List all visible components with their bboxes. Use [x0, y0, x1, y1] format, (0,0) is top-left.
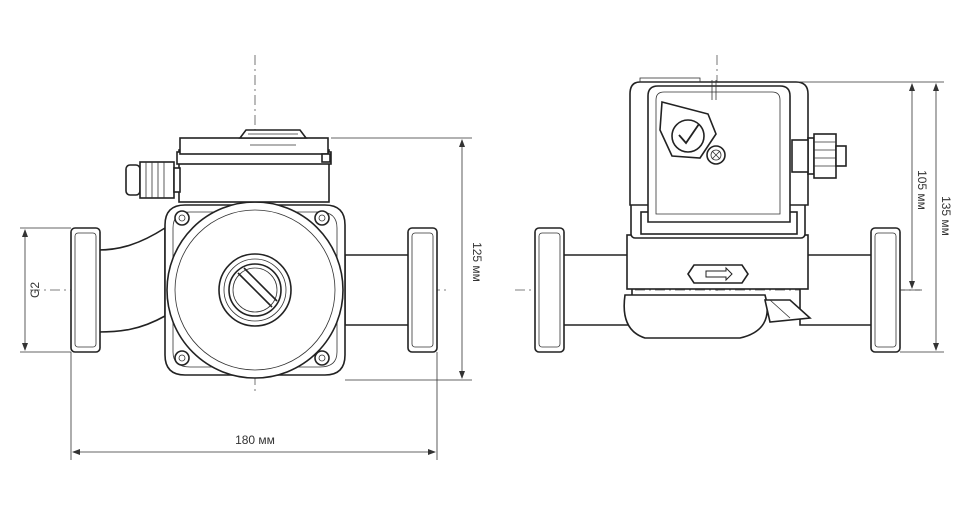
pump-side-view: 105 мм 135 мм: [515, 55, 953, 353]
thread-label: G2: [28, 282, 42, 298]
pipe-body-front: [97, 226, 411, 333]
cable-gland-front: [125, 161, 181, 199]
screw-icon: [314, 350, 330, 366]
height-135-dimension: 135 мм: [900, 81, 953, 353]
thread-dimension: G2: [20, 227, 71, 353]
cable-gland-side: [791, 133, 847, 179]
screw-icon: [314, 210, 330, 226]
center-plug: [218, 253, 292, 327]
screw-icon: [174, 350, 190, 366]
terminal-box-front: [176, 129, 332, 203]
screw-icon: [706, 145, 726, 165]
width-label: 180 мм: [235, 433, 275, 447]
left-flange-side: [534, 227, 565, 353]
speed-selector-knob-icon: [659, 100, 717, 159]
height-front-dimension: 125 мм: [331, 137, 484, 381]
corner-screws: [174, 210, 330, 366]
screw-icon: [174, 210, 190, 226]
height-105-dimension: 105 мм: [800, 81, 929, 291]
right-flange: [407, 227, 438, 353]
height-135-label: 135 мм: [939, 196, 953, 236]
left-flange: [70, 227, 101, 353]
right-flange-side: [870, 227, 901, 353]
flow-arrow-icon: [687, 264, 749, 284]
pipe-body-side: [561, 254, 874, 339]
width-dimension: 180 мм: [70, 352, 438, 460]
pump-front-view: G2 180 мм 125 мм: [20, 55, 484, 460]
height-front-label: 125 мм: [470, 242, 484, 282]
height-105-label: 105 мм: [915, 170, 929, 210]
